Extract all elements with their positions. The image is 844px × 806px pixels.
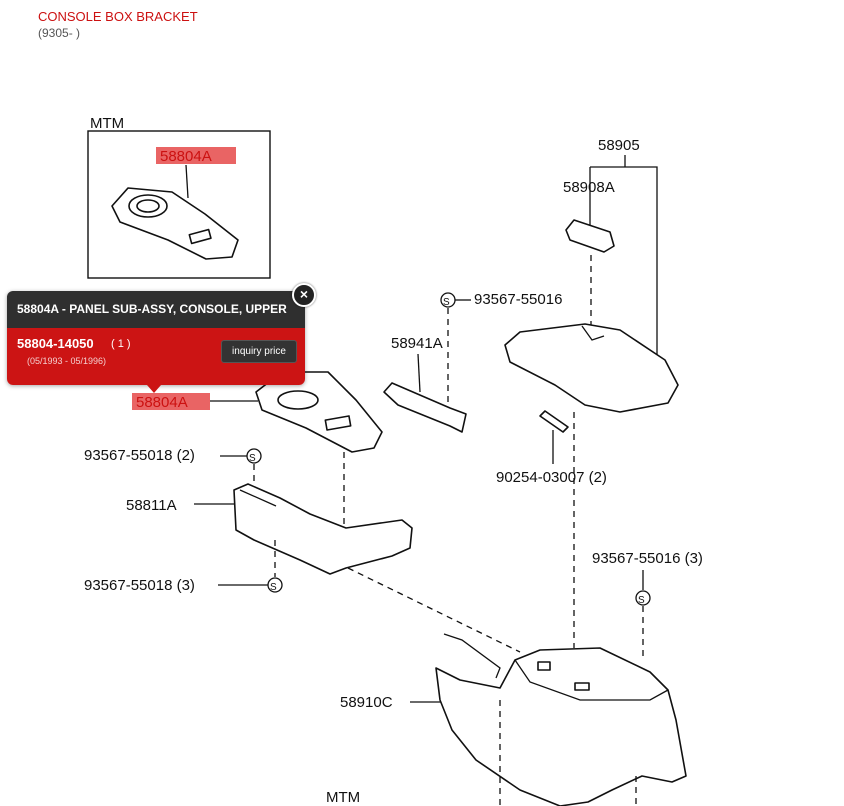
svg-text:S: S xyxy=(249,453,256,464)
part-58941A xyxy=(383,382,467,433)
popup-quantity: ( 1 ) xyxy=(111,338,131,350)
part-58811A xyxy=(233,483,413,575)
part-58908A xyxy=(565,219,615,253)
popup-part-number[interactable]: 58804-14050 xyxy=(17,336,94,351)
inquiry-price-button[interactable]: inquiry price xyxy=(221,340,297,363)
label-bottom-mtm: MTM xyxy=(326,789,360,806)
label-58905[interactable]: 58905 xyxy=(598,137,640,154)
label-93567-55018-3[interactable]: 93567-55018 (3) xyxy=(84,577,195,594)
label-58910C[interactable]: 58910C xyxy=(340,694,393,711)
svg-text:S: S xyxy=(638,595,645,606)
label-58804A-main[interactable]: 58804A xyxy=(136,394,188,411)
inset-mtm-label: MTM xyxy=(90,115,124,132)
label-90254-03007-2[interactable]: 90254-03007 (2) xyxy=(496,469,607,486)
svg-text:S: S xyxy=(443,297,450,308)
popup-date-range: (05/1993 - 05/1996) xyxy=(27,356,107,366)
popup-title: 58804A - PANEL SUB-ASSY, CONSOLE, UPPER xyxy=(7,291,305,328)
label-58811A[interactable]: 58811A xyxy=(126,497,177,514)
screw-55016-3 xyxy=(635,590,651,606)
svg-text:S: S xyxy=(270,582,277,593)
part-58910C xyxy=(435,647,687,806)
label-93567-55016-3[interactable]: 93567-55016 (3) xyxy=(592,550,703,567)
label-93567-55018-2[interactable]: 93567-55018 (2) xyxy=(84,447,195,464)
label-58941A[interactable]: 58941A xyxy=(391,335,443,352)
screw-55018-3 xyxy=(267,577,283,593)
main-part-highlight[interactable] xyxy=(132,393,210,410)
screw-55018-2 xyxy=(246,448,262,464)
part-popup: 58804A - PANEL SUB-ASSY, CONSOLE, UPPER … xyxy=(7,291,305,385)
inset-part-label[interactable]: 58804A xyxy=(160,148,212,165)
inset-part-highlight[interactable] xyxy=(156,147,236,164)
page-subtitle: (9305- ) xyxy=(38,26,81,40)
popup-body: 58804-14050 ( 1 ) (05/1993 - 05/1996) in… xyxy=(7,328,305,385)
inset-panel xyxy=(111,187,239,260)
popup-pointer xyxy=(147,385,161,393)
part-58905-lid xyxy=(504,323,679,413)
page-title: CONSOLE BOX BRACKET xyxy=(38,9,198,24)
close-icon[interactable]: × xyxy=(292,283,316,307)
label-58908A[interactable]: 58908A xyxy=(563,179,615,196)
inset-frame xyxy=(87,130,271,279)
label-93567-55016-top[interactable]: 93567-55016 xyxy=(474,291,562,308)
part-90254-03007 xyxy=(539,410,569,433)
